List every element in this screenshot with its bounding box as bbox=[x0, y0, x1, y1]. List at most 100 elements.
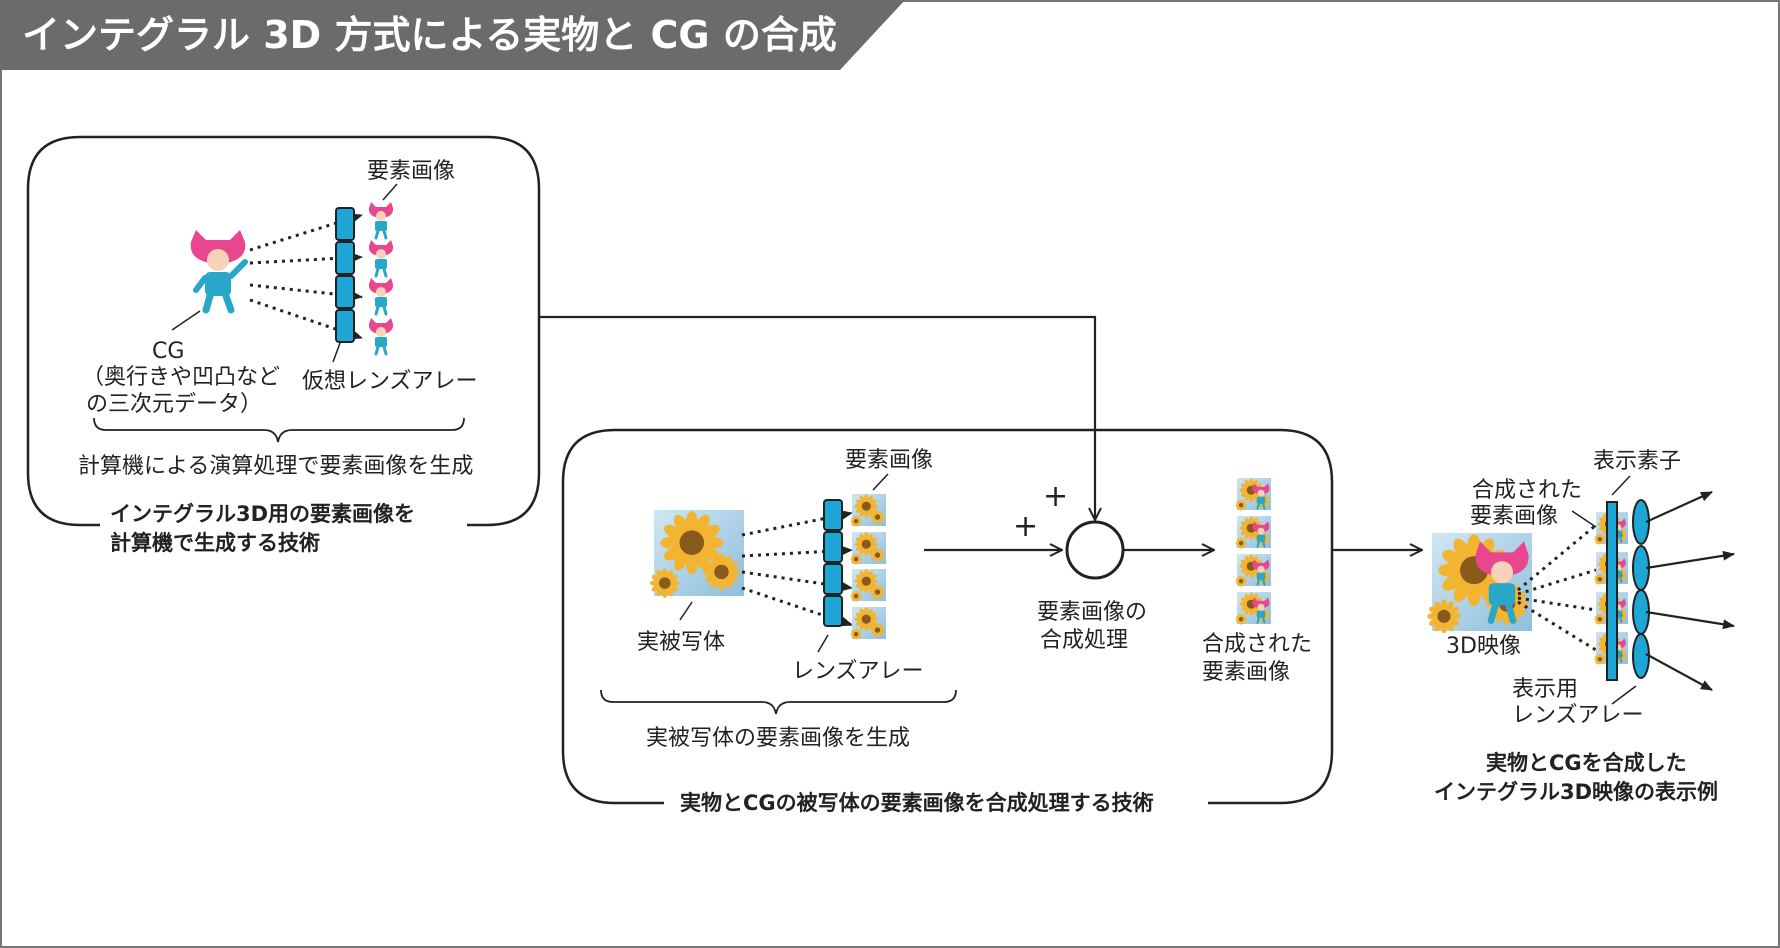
combine-label-1: 要素画像の bbox=[1037, 600, 1147, 625]
plus-sign-left: + bbox=[1013, 509, 1038, 544]
sunflower-thumb bbox=[1235, 554, 1271, 587]
cg-elemental-leader bbox=[382, 183, 398, 201]
cg-elemental-image bbox=[368, 278, 394, 316]
display-element-leader bbox=[1611, 475, 1631, 496]
cg-process-label: 計算機による演算処理で要素画像を生成 bbox=[78, 454, 473, 479]
cg-caption-1: インテグラル3D用の要素画像を bbox=[110, 502, 415, 526]
display-ray-2 bbox=[1517, 568, 1597, 596]
real-elemental-image bbox=[850, 494, 886, 527]
combined-elemental-image bbox=[1235, 516, 1271, 549]
lens-element bbox=[823, 531, 843, 563]
cg-thumb bbox=[1252, 521, 1270, 548]
title-bar: インテグラル 3D 方式による実物と CG の合成 bbox=[0, 0, 905, 70]
sunflower-thumb bbox=[850, 569, 886, 602]
display-combined-label-2: 要素画像 bbox=[1470, 504, 1558, 529]
real-subject-label: 実被写体 bbox=[637, 630, 725, 655]
virtual-lens-array bbox=[335, 207, 355, 343]
real-ray-1 bbox=[741, 510, 853, 537]
cg-ray-2 bbox=[249, 252, 363, 265]
cg-elemental-image bbox=[368, 240, 394, 278]
display-combined-leader bbox=[1571, 510, 1597, 528]
virtual-lens-leader bbox=[332, 342, 341, 363]
combine-circle bbox=[1065, 520, 1125, 580]
cg-caption-2: 計算機で生成する技術 bbox=[110, 531, 320, 555]
display-out-arrow-3 bbox=[1645, 610, 1735, 630]
cg-elemental-label: 要素画像 bbox=[367, 159, 455, 184]
panel-cg: 要素画像 CG （奥行きや凹凸など の三次元データ） 仮想レンズアレー 計算機に… bbox=[26, 135, 541, 555]
sunflower-photo bbox=[649, 510, 744, 598]
page-title: インテグラル 3D 方式による実物と CG の合成 bbox=[22, 13, 837, 57]
display-ray-3 bbox=[1517, 596, 1597, 612]
lens-element bbox=[823, 563, 843, 595]
display-out-arrow-1 bbox=[1645, 490, 1713, 524]
display-caption-2: インテグラル3D映像の表示例 bbox=[1434, 780, 1718, 804]
panel-real: 要素画像 実被写体 レンズアレー 実被写体の要素画像を生成 + + 要素画像の … bbox=[561, 428, 1334, 815]
cg-description-2: の三次元データ） bbox=[86, 392, 262, 417]
lens-element bbox=[823, 499, 843, 531]
sunflower-thumb bbox=[1235, 516, 1271, 549]
display-out-arrow-2 bbox=[1645, 550, 1735, 570]
display-output-arrows bbox=[1645, 490, 1735, 691]
lens-element bbox=[335, 241, 355, 275]
sunflower-thumb bbox=[1235, 592, 1271, 625]
panel-cg-border bbox=[26, 135, 541, 527]
real-caption: 実物とCGの被写体の要素画像を合成処理する技術 bbox=[680, 791, 1154, 815]
virtual-lens-label: 仮想レンズアレー bbox=[302, 369, 478, 394]
display-image-label: 3D映像 bbox=[1446, 634, 1521, 659]
display-lens-array bbox=[1632, 499, 1650, 679]
real-process-label: 実被写体の要素画像を生成 bbox=[646, 726, 910, 751]
cg-description-1: （奥行きや凹凸など bbox=[82, 365, 280, 390]
real-lens-leader bbox=[817, 634, 829, 653]
real-elemental-leader bbox=[872, 473, 889, 491]
cg-thumb bbox=[1252, 597, 1270, 624]
combined-elemental-image bbox=[1235, 592, 1271, 625]
real-lens-array bbox=[823, 499, 843, 627]
combined-elemental-image bbox=[1235, 478, 1271, 511]
combined-elemental-images bbox=[1235, 478, 1271, 625]
cg-thumb bbox=[1252, 483, 1270, 510]
combine-label-2: 合成処理 bbox=[1040, 628, 1128, 653]
cg-label: CG bbox=[152, 339, 184, 364]
plus-sign-top: + bbox=[1043, 479, 1068, 514]
display-3d-image bbox=[1427, 533, 1532, 634]
cg-elemental-image bbox=[368, 318, 394, 356]
real-elemental-image bbox=[850, 607, 886, 640]
real-subject-photo bbox=[649, 510, 744, 598]
display-lens-leader bbox=[1611, 685, 1637, 705]
real-subject-leader bbox=[679, 601, 693, 621]
title-bar-background bbox=[0, 0, 905, 70]
real-ray-3 bbox=[741, 570, 853, 592]
real-elemental-images bbox=[850, 494, 886, 640]
lens-element bbox=[335, 275, 355, 309]
real-lens-label: レンズアレー bbox=[792, 659, 924, 684]
cg-elemental-images bbox=[368, 202, 394, 356]
cg-to-combine-arrow bbox=[539, 315, 1095, 520]
real-elemental-image bbox=[850, 569, 886, 602]
sunflower-thumb bbox=[850, 494, 886, 527]
sunflower-thumb bbox=[850, 607, 886, 640]
lens-element bbox=[335, 309, 355, 343]
display-caption-1: 実物とCGを合成した bbox=[1486, 751, 1687, 775]
real-ray-2 bbox=[741, 545, 853, 558]
display-combined-label-1: 合成された bbox=[1472, 478, 1582, 503]
cg-thumb bbox=[1252, 559, 1270, 586]
display-ray-1 bbox=[1517, 523, 1597, 592]
display-lens-element bbox=[1632, 499, 1650, 545]
combined-elemental-image bbox=[1235, 554, 1271, 587]
lens-element bbox=[335, 207, 355, 241]
display-out-arrow-4 bbox=[1645, 653, 1713, 691]
real-process-brace bbox=[600, 689, 957, 715]
cg-elemental-image bbox=[368, 202, 394, 240]
cg-process-brace bbox=[93, 417, 465, 443]
cg-character bbox=[190, 230, 248, 314]
combined-label-2: 要素画像 bbox=[1202, 660, 1290, 685]
cg-leader-line bbox=[171, 310, 201, 331]
display-lens-label-2: レンズアレー bbox=[1512, 703, 1644, 728]
display-example: 表示素子 合成された 要素画像 3D映像 表示用 レンズアレー 実物とCGを合成… bbox=[1427, 449, 1735, 804]
real-elemental-label: 要素画像 bbox=[845, 448, 933, 473]
lens-element bbox=[823, 595, 843, 627]
display-element-label: 表示素子 bbox=[1593, 449, 1681, 474]
combined-label-1: 合成された bbox=[1202, 632, 1312, 657]
